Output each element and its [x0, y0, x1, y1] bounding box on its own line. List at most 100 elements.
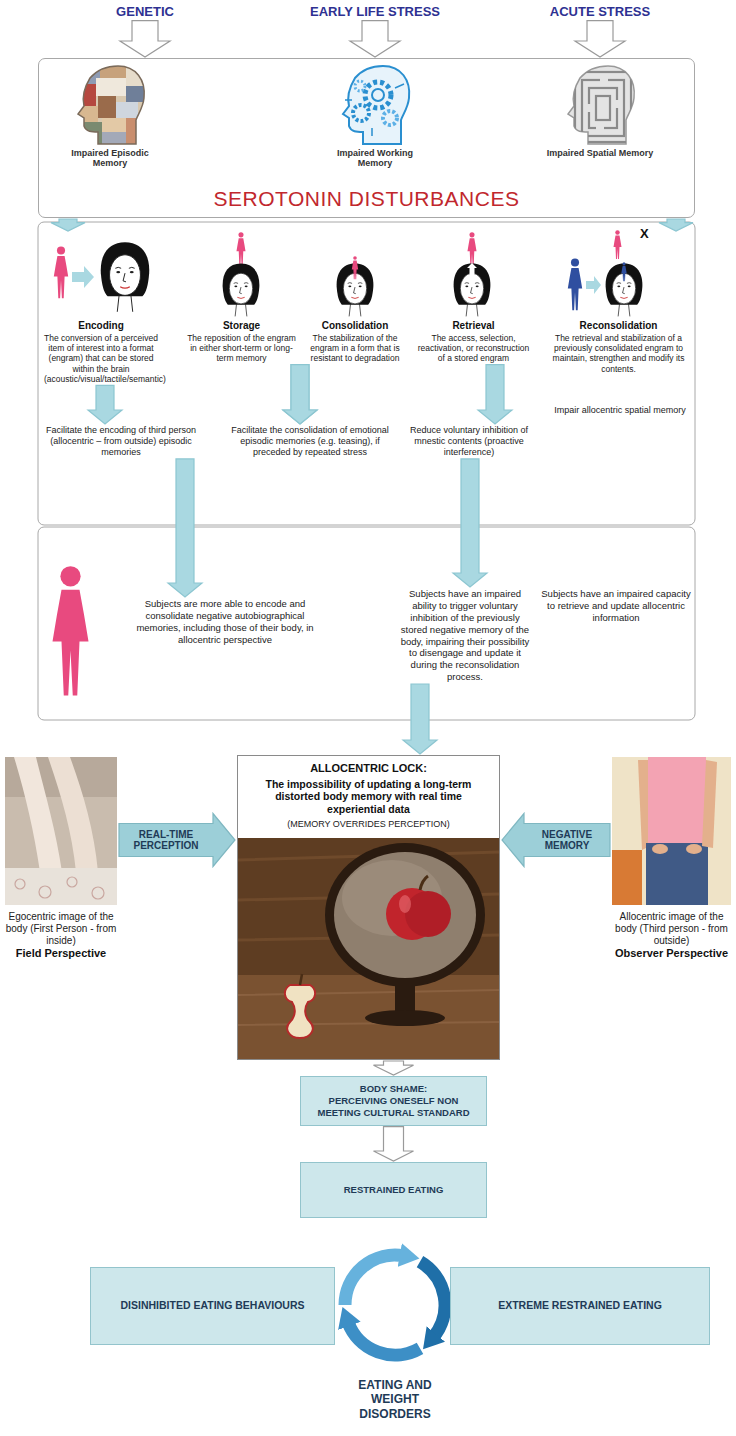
- mark-label: X: [640, 226, 660, 242]
- lock-box: ALLOCENTRIC LOCK:The impossibility of up…: [237, 755, 500, 1060]
- process-box: RESTRAINED EATING: [300, 1162, 487, 1218]
- node-text: Impaired Working Memory: [320, 148, 430, 169]
- memory-stage-figures-part: [614, 230, 622, 259]
- memory-stage-figures-part: [72, 266, 94, 288]
- working-head-part: [372, 89, 384, 101]
- node-text: ALLOCENTRIC LOCK:: [246, 762, 491, 776]
- body-photo-part: [652, 844, 668, 854]
- body-photo-part: [648, 757, 706, 845]
- legs-photo: [5, 757, 117, 905]
- connector-arrow: [119, 814, 235, 867]
- node-text: The stabilization of the engram in a for…: [304, 333, 406, 364]
- node-text: The access, selection, reactivation, or …: [414, 333, 533, 364]
- memory-item: Impaired Episodic Memory: [55, 64, 165, 169]
- panel-outline-part: [38, 527, 695, 720]
- photo-caption: Allocentric image of the body (Third per…: [612, 757, 731, 960]
- node-text: PERCEIVING ONESELF NON MEETING CULTURAL …: [309, 1095, 478, 1119]
- connector-arrow: [502, 814, 610, 867]
- legs-photo-part-part: [92, 887, 104, 899]
- node-text: EARLY LIFE STRESS: [290, 4, 460, 20]
- node-text: Reduce voluntary inhibition of mnestic c…: [398, 425, 540, 458]
- node-text: Retrieval: [414, 320, 533, 333]
- body-photo-part: [646, 843, 708, 905]
- edge-label: REAL-TIME PERCEPTION: [123, 829, 209, 852]
- node-text: Field Perspective: [5, 947, 117, 960]
- connector-arrow: [120, 21, 170, 57]
- legs-photo-part: [5, 757, 117, 905]
- spatial-head-part-part: [582, 80, 624, 136]
- memory-stage-figures-part: [568, 258, 582, 310]
- node-text: GENETIC: [105, 4, 185, 20]
- connector-arrow: [283, 365, 317, 424]
- episodic-head-part: [70, 62, 160, 152]
- episodic-head-part-part: [98, 96, 116, 118]
- node-text: Observer Perspective: [612, 947, 731, 960]
- apple-mirror-photo-part: [238, 838, 499, 1059]
- apple-mirror-photo-part: [300, 974, 302, 985]
- node-text: RESTRAINED EATING: [344, 1184, 444, 1196]
- apple-mirror-photo-part: [285, 985, 315, 1038]
- subject-text: Subjects have an impaired ability to tri…: [400, 588, 530, 683]
- memory-stage: EncodingThe conversion of a perceived it…: [42, 232, 160, 384]
- node-text: The retrieval and stabilization of a pre…: [547, 333, 690, 374]
- memory-item: Impaired Spatial Memory: [545, 64, 655, 158]
- episodic-head-part-part: [126, 66, 148, 86]
- node-text: SEROTONIN DISTURBANCES: [39, 187, 694, 211]
- spatial-head-part-part: [596, 96, 610, 120]
- legs-photo-part-part: [15, 879, 25, 889]
- subject-text: Subjects are more able to encode and con…: [130, 598, 320, 646]
- subject-figure: [53, 566, 89, 695]
- memory-stage: StorageThe reposition of the engram in e…: [185, 232, 298, 364]
- node-text: Subjects have an impaired ability to tri…: [400, 588, 530, 683]
- node-text: (MEMORY OVERRIDES PERCEPTION): [246, 819, 491, 830]
- episodic-head-part-part: [80, 84, 96, 106]
- apple-mirror-photo-part: [365, 1010, 445, 1026]
- effect-text: Reduce voluntary inhibition of mnestic c…: [398, 425, 540, 458]
- node-text: Consolidation: [304, 320, 406, 333]
- memory-panel: SEROTONIN DISTURBANCES Impaired Episodic …: [38, 58, 695, 218]
- episodic-head-part: [78, 66, 144, 144]
- memory-stage-figures: [54, 230, 643, 316]
- legs-photo-part: [15, 877, 104, 899]
- working-head-part: [365, 82, 391, 108]
- memory-stage-figures-part: [454, 264, 491, 317]
- spatial-head-part: [568, 66, 634, 144]
- outcome-label: EATING AND WEIGHT DISORDERS: [335, 1378, 455, 1421]
- panel-outline: [38, 222, 695, 720]
- apple-mirror-photo-part: [238, 990, 499, 1025]
- node-text: The conversion of a perceived item of in…: [44, 333, 158, 385]
- apple-mirror-photo-part: [238, 975, 499, 1059]
- cause-label: ACUTE STRESS: [540, 4, 660, 20]
- connector-arrow: [88, 385, 122, 424]
- episodic-head-part-part: [70, 62, 160, 152]
- subject-figure-part: [53, 566, 89, 695]
- cycle-arrows-part: [348, 1322, 420, 1355]
- memory-item: Impaired Working Memory: [320, 64, 430, 169]
- body-photo-part: [612, 757, 731, 905]
- node-text: Impaired Episodic Memory: [55, 148, 165, 169]
- node-text: Subjects are more able to encode and con…: [130, 598, 320, 646]
- body-photo: [612, 757, 731, 905]
- spatial-head-part: [575, 72, 631, 142]
- panel-outline-part: [38, 222, 695, 525]
- node-text: Reconsolidation: [547, 320, 690, 333]
- connector-arrow: [374, 1127, 414, 1161]
- episodic-head-part-part: [96, 78, 126, 96]
- node-text: DISINHIBITED EATING BEHAVIOURS: [121, 1299, 305, 1312]
- connector-arrow: [403, 684, 437, 754]
- memory-stage-figures-part: [337, 264, 374, 317]
- connector-arrow: [51, 219, 85, 231]
- episodic-head-part-part: [102, 132, 130, 148]
- memory-stage-figures-part: [223, 264, 260, 317]
- memory-stage-figures-part: [236, 232, 245, 265]
- working-head-part: [343, 66, 409, 144]
- connector-arrow: [283, 365, 317, 424]
- apple-mirror-photo-part: [399, 895, 411, 913]
- working-head-part: [355, 81, 365, 91]
- process-box: BODY SHAME:PERCEIVING ONESELF NON MEETIN…: [300, 1076, 487, 1126]
- connector-arrow: [350, 21, 400, 57]
- working-head-part: [353, 105, 369, 121]
- spatial-head-part-part: [589, 88, 617, 128]
